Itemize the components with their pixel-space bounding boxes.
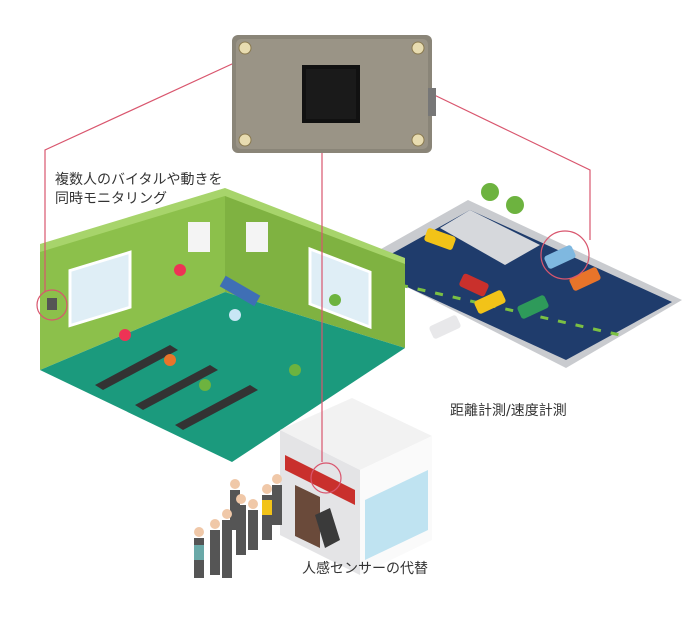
sensor-module [232,35,436,153]
people-queue [194,474,282,578]
store-scene [280,398,432,575]
gym-caption-line1: 複数人のバイタルや動きを [55,172,223,188]
gym-sensor-highlight [36,289,68,321]
gym-caption: 複数人のバイタルや動きを 同時モニタリング [55,171,222,209]
callout-lines [36,57,591,494]
gym-caption-line2: 同時モニタリング [55,191,167,207]
store-caption: 人感センサーの代替 [302,561,428,577]
gym-scene [40,188,405,462]
road-scene [358,183,682,368]
car-sensor-highlight [540,230,590,280]
store-sensor-highlight [310,462,342,494]
road-caption: 距離計測/速度計測 [450,403,567,419]
gym-sensor [47,298,57,310]
